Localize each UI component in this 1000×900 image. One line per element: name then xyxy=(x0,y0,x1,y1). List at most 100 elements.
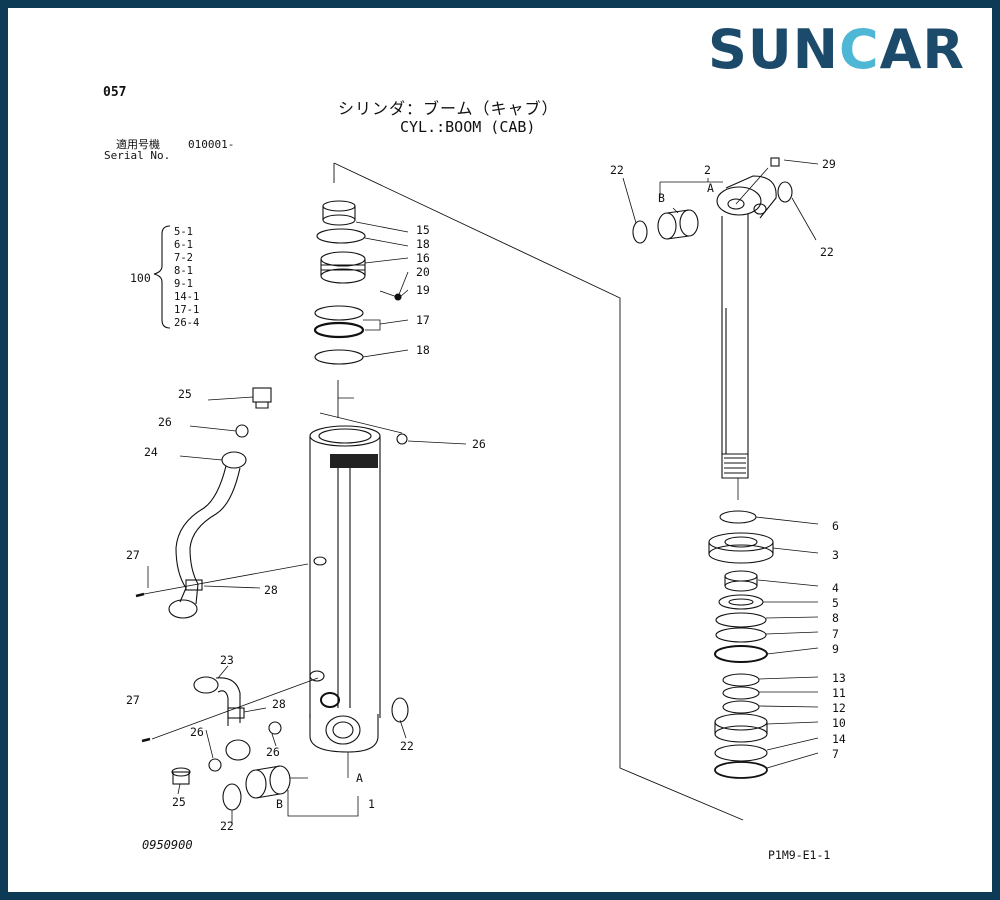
callout-3: 3 xyxy=(832,548,839,562)
o-ring-26c xyxy=(268,721,282,735)
assembly-line-right xyxy=(333,162,744,821)
callout-27: 27 xyxy=(126,693,140,707)
seal-9 xyxy=(714,645,768,663)
callout-29: 29 xyxy=(822,157,836,171)
nut-10 xyxy=(714,713,768,743)
dust-seal-22c xyxy=(632,220,648,244)
piston-3 xyxy=(708,532,774,564)
nut-6 xyxy=(719,510,757,524)
kit-item: 17-1 xyxy=(174,304,200,316)
callout-4: 4 xyxy=(832,581,839,595)
serial-label-en: Serial No. xyxy=(104,149,171,162)
callout-8: 8 xyxy=(832,611,839,625)
callout-10: 10 xyxy=(832,716,846,730)
suncar-logo: SUNCAR xyxy=(708,18,965,81)
rod-eye xyxy=(716,175,777,219)
callout-9: 9 xyxy=(832,642,839,656)
callout-23: 23 xyxy=(220,653,234,667)
callout-25: 25 xyxy=(178,387,192,401)
ring-13 xyxy=(722,673,760,687)
o-ring-26b xyxy=(396,433,408,445)
o-ring-26a xyxy=(235,424,249,438)
dust-seal-22a xyxy=(222,783,242,811)
callout-25: 25 xyxy=(172,795,186,809)
plug-25-bottom xyxy=(171,767,191,785)
callout-11: 11 xyxy=(832,686,846,700)
callout-28: 28 xyxy=(272,697,286,711)
callout-22: 22 xyxy=(220,819,234,833)
leader-lines-left xyxy=(143,221,467,824)
callout-26: 26 xyxy=(472,437,486,451)
bushing-b-lower xyxy=(245,765,291,799)
ring-14 xyxy=(714,744,768,762)
callout-14: 14 xyxy=(832,732,846,746)
callout-19: 19 xyxy=(416,283,430,297)
callout-7: 7 xyxy=(832,627,839,641)
callout-b: B xyxy=(658,191,665,205)
callout-22: 22 xyxy=(820,245,834,259)
leader-lines-right xyxy=(622,159,819,769)
callout-a: A xyxy=(707,181,714,195)
callout-26: 26 xyxy=(190,725,204,739)
footer-code-left: 0950900 xyxy=(142,838,193,852)
dust-seal-22b xyxy=(391,697,409,723)
callout-22: 22 xyxy=(400,739,414,753)
ring-12 xyxy=(722,700,760,714)
callout-16: 16 xyxy=(416,251,430,265)
ring-8 xyxy=(715,612,767,628)
collar-15 xyxy=(322,200,356,226)
callout-1: 1 xyxy=(368,797,375,811)
nut-16 xyxy=(320,251,366,284)
callout-26: 26 xyxy=(266,745,280,759)
parts-diagram-sheet: SUNCAR 057 シリンダ：ブーム（キャブ） CYL.:BOOM (CAB)… xyxy=(8,8,992,892)
page-number: 057 xyxy=(103,85,127,100)
kit-item: 9-1 xyxy=(174,278,193,290)
ring-7a xyxy=(715,627,767,643)
ring-11 xyxy=(722,686,760,700)
title-japanese: シリンダ：ブーム（キャブ） xyxy=(338,99,559,118)
callout-13: 13 xyxy=(832,671,846,685)
callout-a: A xyxy=(356,771,363,785)
callout-2: 2 xyxy=(704,163,711,177)
callout-6: 6 xyxy=(832,519,839,533)
fitting-25-top xyxy=(252,387,272,409)
pipe-24 xyxy=(168,451,247,619)
callout-20: 20 xyxy=(416,265,430,279)
serial-value: 010001- xyxy=(188,138,235,151)
kit-item: 7-2 xyxy=(174,252,193,264)
dust-seal-22d xyxy=(777,181,793,203)
callout-7: 7 xyxy=(832,747,839,761)
callout-15: 15 xyxy=(416,223,430,237)
kit-item: 5-1 xyxy=(174,226,193,238)
ring-18 xyxy=(316,228,366,244)
kit-item: 26-4 xyxy=(174,317,200,329)
kit-brace xyxy=(153,225,171,329)
callout-18: 18 xyxy=(416,237,430,251)
callout-12: 12 xyxy=(832,701,846,715)
o-ring-17 xyxy=(313,321,365,339)
collar-4 xyxy=(724,570,758,592)
cylinder-tube xyxy=(309,425,381,753)
callout-18-lower: 18 xyxy=(416,343,430,357)
kit-item: 14-1 xyxy=(174,291,200,303)
backup-ring-17 xyxy=(314,305,364,321)
piston-rod xyxy=(721,214,749,500)
footer-code-right: P1M9-E1-1 xyxy=(768,848,831,862)
callout-5: 5 xyxy=(832,596,839,610)
o-ring-26d xyxy=(208,758,222,772)
ring-7b xyxy=(714,761,768,779)
ring-18-lower xyxy=(314,349,364,365)
grease-nipple-29 xyxy=(770,157,780,167)
callout-28: 28 xyxy=(264,583,278,597)
kit-item: 6-1 xyxy=(174,239,193,251)
kit-item: 8-1 xyxy=(174,265,193,277)
serial-label-jp: 適用号機 xyxy=(116,138,160,151)
callout-17: 17 xyxy=(416,313,430,327)
ring-5 xyxy=(718,594,764,610)
pipe-23 xyxy=(193,676,251,761)
title-english: CYL.:BOOM (CAB) xyxy=(400,118,536,136)
callout-22: 22 xyxy=(610,163,624,177)
callout-24: 24 xyxy=(144,445,158,459)
exploded-view-drawing xyxy=(135,157,819,824)
kit-number: 100 xyxy=(130,271,151,285)
